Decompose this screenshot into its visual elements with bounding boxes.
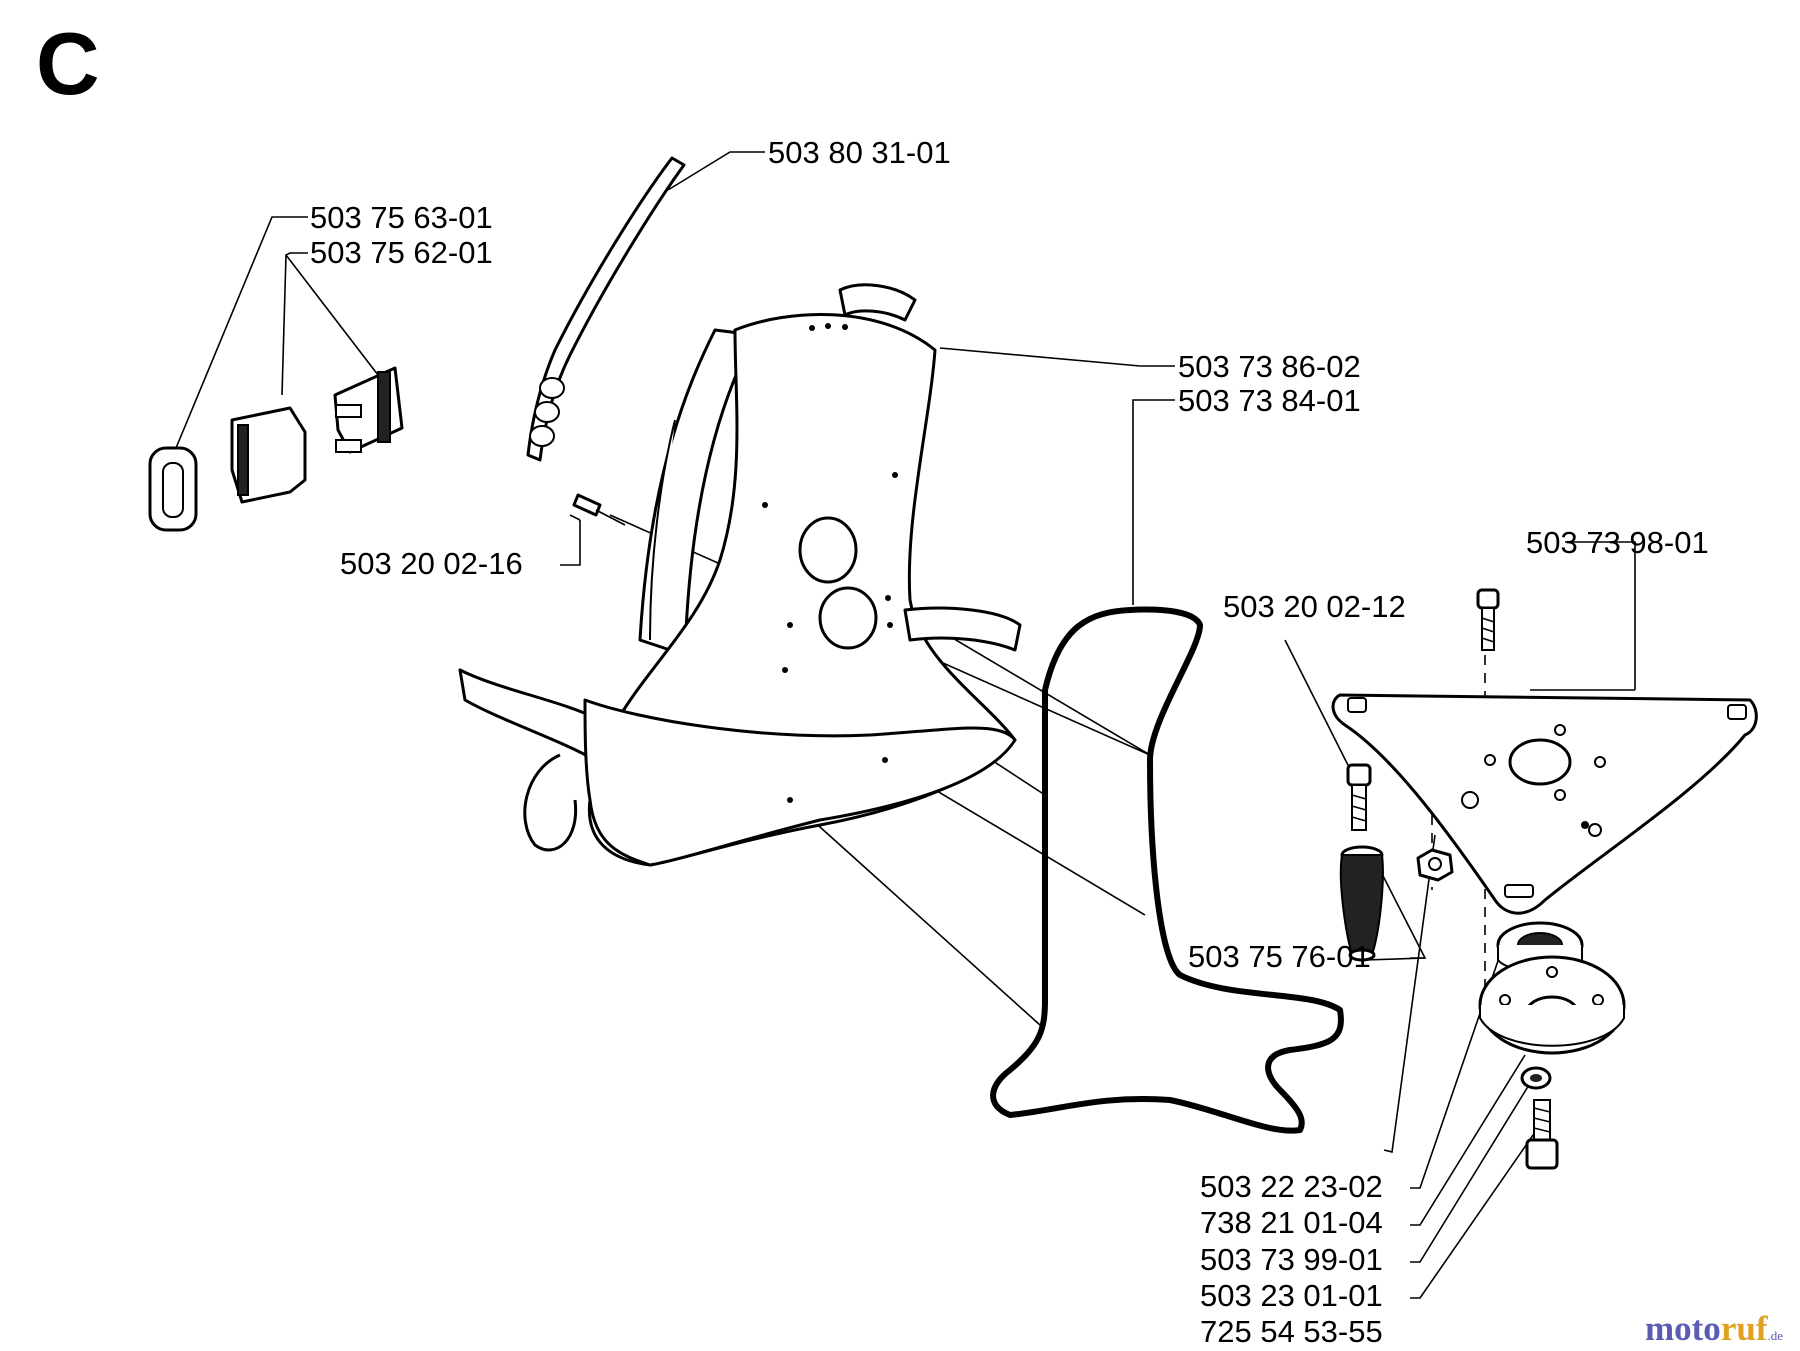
label-bolt: 725 54 53-55 — [1200, 1314, 1383, 1349]
harness-screw-part — [572, 493, 626, 526]
plate-screw-top-part — [1476, 588, 1500, 651]
watermark-brand-part2: ruf — [1721, 1309, 1768, 1348]
label-frame: 503 73 84-01 — [1178, 383, 1361, 418]
harness-part — [458, 283, 1022, 867]
plate-part — [1331, 693, 1758, 915]
watermark-brand-part1: moto — [1645, 1309, 1721, 1348]
frame-part — [990, 606, 1344, 1134]
part-labels: 503 80 31-01 503 75 63-01 503 75 62-01 5… — [310, 135, 1709, 1349]
label-nut: 503 22 23-02 — [1200, 1169, 1383, 1204]
buckle-part — [230, 366, 404, 504]
label-washer: 503 23 01-01 — [1200, 1278, 1383, 1313]
svg-text:motoruf.de: motoruf.de — [1645, 1309, 1783, 1348]
watermark-suffix: .de — [1767, 1328, 1783, 1343]
watermark-logo: motoruf.de — [1645, 1309, 1783, 1348]
label-plate: 503 73 98-01 — [1526, 525, 1709, 560]
label-buckle-loop: 503 75 63-01 — [310, 200, 493, 235]
label-damper: 503 75 76-01 — [1188, 939, 1371, 974]
hip-strap-tube-part — [526, 156, 686, 462]
nut-part — [1416, 848, 1454, 882]
label-harness-screw: 503 20 02-16 — [340, 546, 523, 581]
label-plate-screw: 503 20 02-12 — [1223, 589, 1406, 624]
damper-part — [1339, 845, 1384, 962]
buckle-loop-part — [148, 446, 198, 532]
washer-part — [1520, 1066, 1552, 1090]
page-letter: C — [36, 14, 100, 113]
label-flange: 503 73 99-01 — [1200, 1242, 1383, 1277]
label-hip-tube: 503 80 31-01 — [768, 135, 951, 170]
label-buckle: 503 75 62-01 — [310, 235, 493, 270]
label-harness: 503 73 86-02 — [1178, 349, 1361, 384]
plate-screw-part — [1346, 763, 1372, 831]
label-hub: 738 21 01-04 — [1200, 1205, 1383, 1240]
flange-part — [1478, 955, 1626, 1055]
bolt-part — [1525, 1099, 1559, 1170]
